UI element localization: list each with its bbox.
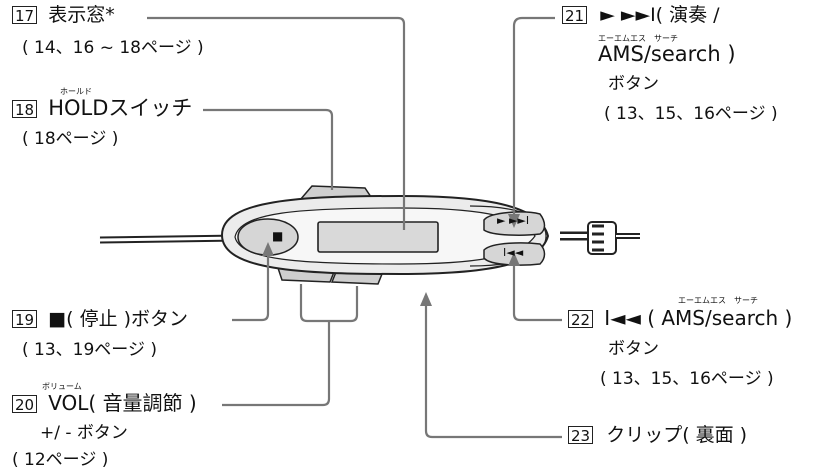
prev-glyph: I◄◄ bbox=[503, 246, 524, 259]
callout-19-number: 19 bbox=[12, 310, 38, 329]
callout-18-title: HOLDスイッチ bbox=[48, 96, 193, 120]
display-window bbox=[317, 221, 439, 253]
callout-19-pages: ( 13、19ページ ) bbox=[22, 340, 157, 360]
callout-20-pages: ( 12ページ ) bbox=[12, 450, 109, 470]
callout-20-number: 20 bbox=[12, 395, 38, 414]
callout-22-title: I◄◄ ( AMS/search ) bbox=[604, 306, 793, 330]
callout-20-ruby: ボリューム bbox=[42, 382, 82, 391]
arrow-21 bbox=[508, 214, 520, 228]
callout-19-title: ■( 停止 )ボタン bbox=[48, 308, 189, 330]
callout-20-line2: +/ - ボタン bbox=[40, 423, 128, 443]
callout-22: 22 I◄◄ ( AMS/search ) bbox=[568, 306, 793, 330]
arrow-19 bbox=[262, 242, 274, 256]
callout-21-pages: ( 13、15、16ページ ) bbox=[604, 104, 778, 124]
callout-17-title: 表示窓* bbox=[48, 4, 115, 26]
arrow-23 bbox=[420, 292, 432, 306]
callout-18: 18 HOLDスイッチ bbox=[12, 98, 192, 119]
callout-20-title: VOL( 音量調節 ) bbox=[48, 391, 197, 415]
callout-23: 23 クリップ( 裏面 ) bbox=[568, 426, 747, 445]
callout-22-number: 22 bbox=[568, 310, 594, 329]
callout-18-number: 18 bbox=[12, 100, 38, 119]
callout-21-title: ► ►►I( 演奏 / bbox=[600, 4, 720, 26]
callout-21-line2: AMS/search ) bbox=[598, 42, 736, 66]
callout-21-number: 21 bbox=[562, 6, 588, 25]
arrow-22 bbox=[508, 252, 520, 266]
callout-22-pages: ( 13、15、16ページ ) bbox=[600, 369, 774, 389]
callout-20: 20 VOL( 音量調節 ) bbox=[12, 391, 197, 415]
callout-21: 21 ► ►►I( 演奏 / bbox=[562, 6, 720, 25]
callout-23-number: 23 bbox=[568, 426, 594, 445]
cable-left-inner bbox=[99, 236, 241, 242]
play-next-glyph: ► ►►I bbox=[497, 214, 530, 227]
callout-17: 17 表示窓* bbox=[12, 6, 115, 25]
callout-21-ruby: エーエムエス サーチ bbox=[598, 34, 678, 43]
callout-17-number: 17 bbox=[12, 6, 38, 25]
callout-22-line2: ボタン bbox=[608, 339, 659, 359]
callout-19: 19 ■( 停止 )ボタン bbox=[12, 310, 188, 329]
callout-22-ruby: エーエムエス サーチ bbox=[678, 296, 758, 305]
callout-21-line3: ボタン bbox=[608, 74, 659, 94]
callout-18-pages: ( 18ページ ) bbox=[22, 129, 119, 149]
stop-button-glyph: ■ bbox=[272, 229, 284, 243]
callout-23-title: クリップ( 裏面 ) bbox=[606, 424, 748, 446]
callout-17-pages: ( 14、16 ~ 18ページ ) bbox=[22, 38, 204, 58]
callout-18-ruby: ホールド bbox=[60, 87, 92, 96]
